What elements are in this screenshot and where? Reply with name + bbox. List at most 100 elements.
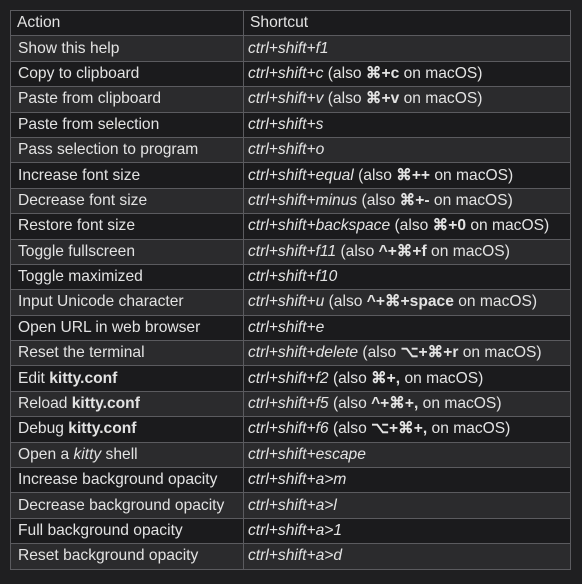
shortcut-cell: ctrl+shift+v (also ⌘+v on macOS) [243,86,571,113]
action-text: shell [101,445,138,463]
shortcut-text: on macOS) [453,293,538,311]
table-row: Reset the terminal ctrl+shift+delete (als… [10,340,571,367]
shortcut-cell: ctrl+shift+a>m [243,467,571,494]
shortcut-text: on macOS) [418,395,502,413]
action-cell: Increase background opacity [10,467,244,494]
table-row: Reset background opacity ctrl+shift+a>d [10,543,571,570]
header-shortcut: Shortcut [243,9,571,37]
shortcut-text: on macOS) [458,344,542,362]
action-cell: Show this help [10,35,244,62]
table-row: Decrease font size ctrl+shift+minus (also… [10,187,571,215]
action-cell: Reset background opacity [10,543,244,570]
shortcut-cell: ctrl+shift+a>l [243,492,571,519]
action-cell: Toggle fullscreen [10,238,244,265]
shortcut-text: ctrl+shift+f5 [248,395,329,413]
action-cell: Copy to clipboard [10,60,244,88]
action-cell: Paste from clipboard [10,86,244,113]
shortcut-text: (also [328,395,372,413]
shortcut-text: ^+⌘+f [378,242,427,260]
action-text: Show this help [18,39,120,57]
shortcut-text: ctrl+shift+f10 [248,268,338,286]
shortcut-text: ⌘+0 [432,217,466,235]
shortcut-text: ctrl+shift+a>l [248,496,337,514]
shortcut-cell: ctrl+shift+f1 [243,35,571,62]
action-cell: Open URL in web browser [10,314,244,342]
shortcut-text: ⌥+⌘+r [400,344,459,362]
header-action: Action [10,9,244,37]
shortcuts-table-container: Action Shortcut Show this help ctrl+shift… [10,9,571,570]
action-text: kitty.conf [68,420,137,438]
action-text: Restore font size [18,217,136,235]
shortcut-text: on macOS) [399,90,483,108]
table-row: Restore font size ctrl+shift+backspace (a… [10,213,571,240]
shortcut-text: on macOS) [427,420,511,438]
action-text: Paste from clipboard [18,90,162,108]
shortcut-text: ctrl+shift+o [248,141,325,159]
shortcut-cell: ctrl+shift+f10 [243,263,571,291]
shortcut-text: (also [357,191,400,209]
shortcut-text: ctrl+shift+e [248,318,325,336]
shortcut-cell: ctrl+shift+delete (also ⌥+⌘+r on macOS) [243,340,571,367]
action-text: Decrease background opacity [18,496,225,514]
action-text: kitty.conf [49,369,118,387]
table-row: Full background opacity ctrl+shift+a>1 [10,517,571,545]
shortcut-text: ctrl+shift+a>d [248,547,343,565]
shortcut-cell: ctrl+shift+f5 (also ^+⌘+, on macOS) [243,390,571,418]
action-text: Increase background opacity [18,471,218,489]
action-cell: Decrease background opacity [10,492,244,519]
action-cell: Toggle maximized [10,263,244,291]
shortcut-text: (also [336,242,379,260]
action-text: Open a [18,445,74,463]
shortcut-cell: ctrl+shift+minus (also ⌘+- on macOS) [243,187,571,215]
shortcut-text: ctrl+shift+a>m [248,471,347,489]
shortcut-text: ctrl+shift+f11 [248,242,337,260]
table-header-row: Action Shortcut [10,9,571,37]
shortcut-text: ⌘++ [396,166,431,184]
shortcut-cell: ctrl+shift+e [243,314,571,342]
action-text: Decrease font size [18,191,148,209]
shortcut-text: ctrl+shift+backspace [248,217,391,235]
shortcut-text: (also [353,166,397,184]
shortcut-text: (also [323,64,366,82]
shortcut-text: on macOS) [399,64,483,82]
action-cell: Full background opacity [10,517,244,545]
shortcut-text: on macOS) [466,217,550,235]
shortcut-text: ctrl+shift+minus [248,191,358,209]
shortcut-text: ⌥+⌘+, [371,420,428,438]
shortcut-text: (also [358,344,401,362]
action-cell: Increase font size [10,162,244,189]
shortcut-text: ^+⌘+space [366,293,454,311]
shortcut-cell: ctrl+shift+escape [243,441,571,469]
action-text: Full background opacity [18,522,183,539]
action-text: Input Unicode character [18,293,184,311]
action-cell: Open a kitty shell [10,441,244,469]
action-cell: Edit kitty.conf [10,365,244,392]
action-cell: Debug kitty.conf [10,416,244,443]
shortcut-text: ctrl+shift+c [248,64,324,82]
action-text: Open URL in web browser [18,318,201,336]
shortcut-cell: ctrl+shift+f11 (also ^+⌘+f on macOS) [243,238,571,265]
shortcut-text: ctrl+shift+f2 [248,369,329,387]
shortcut-cell: ctrl+shift+f6 (also ⌥+⌘+, on macOS) [243,416,571,443]
shortcut-text: ctrl+shift+u [248,293,325,311]
shortcut-text: ctrl+shift+f1 [248,39,329,57]
action-text: Reset the terminal [18,344,145,362]
action-text: Toggle fullscreen [18,242,136,260]
shortcut-text: ctrl+shift+delete [248,344,359,362]
shortcut-text: (also [328,369,372,387]
action-cell: Decrease font size [10,187,244,215]
shortcut-cell: ctrl+shift+backspace (also ⌘+0 on macOS) [243,213,571,240]
shortcut-text: (also [323,90,366,108]
action-text: Reset background opacity [18,547,199,565]
action-text: kitty [73,445,102,463]
action-cell: Restore font size [10,213,244,240]
shortcut-text: ctrl+shift+a>1 [248,522,343,539]
